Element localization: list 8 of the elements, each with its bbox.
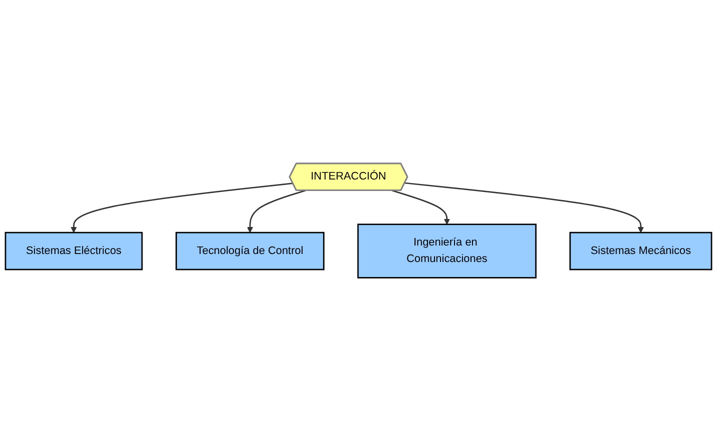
arrow [392,190,450,225]
arrow [70,182,294,233]
node-box: Sistemas Mecánicos [569,232,712,270]
arrow [404,182,644,233]
node-box: Tecnología de Control [176,232,324,270]
node-box: Sistemas Eléctricos [4,232,143,270]
node-box: Ingeniería en Comunicaciones [357,224,537,278]
arrow [247,190,306,233]
